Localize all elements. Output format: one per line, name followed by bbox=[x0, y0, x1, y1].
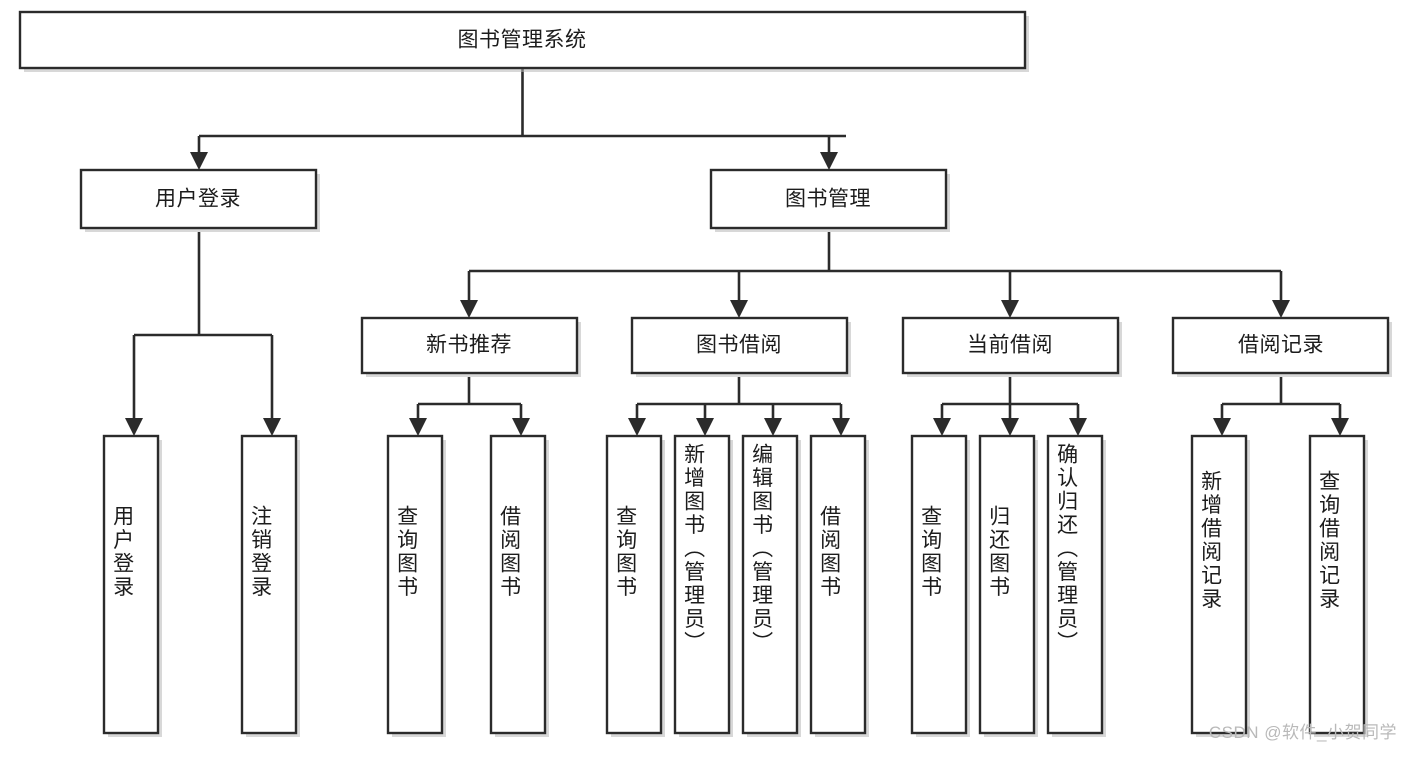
arrow-to-current-borrow bbox=[1001, 300, 1019, 318]
user-login-label: 用户登录 bbox=[155, 188, 241, 211]
arrow-to-borrow-record bbox=[1272, 300, 1290, 318]
arrow-leaf-borrow-book-2 bbox=[832, 418, 850, 436]
arrow-leaf-query-book-3 bbox=[933, 418, 951, 436]
node-leaf-query-book-3[interactable] bbox=[910, 434, 968, 735]
node-leaf-add-record[interactable] bbox=[1190, 434, 1248, 735]
node-leaf-add-book[interactable] bbox=[673, 434, 731, 735]
node-leaf-user-login[interactable] bbox=[102, 434, 160, 735]
diagram-root: 图书管理系统 用户登录 图书管理 新书推荐 图书借阅 当前借阅 借阅记录 用户登… bbox=[18, 10, 1397, 742]
root-label: 图书管理系统 bbox=[458, 29, 587, 52]
arrow-leaf-add-record bbox=[1213, 418, 1231, 436]
diagram-canvas: 图书管理系统 用户登录 图书管理 新书推荐 图书借阅 当前借阅 借阅记录 bbox=[18, 10, 1392, 737]
node-book-borrow[interactable] bbox=[630, 316, 849, 375]
node-borrow-record[interactable] bbox=[1171, 316, 1390, 375]
arrow-to-book-manage bbox=[820, 152, 838, 170]
watermark-text: CSDN @软件_小贺同学 bbox=[1208, 723, 1397, 742]
arrow-leaf-query-record bbox=[1331, 418, 1349, 436]
arrow-leaf-logout-login bbox=[263, 418, 281, 436]
arrow-to-new-book bbox=[460, 300, 478, 318]
node-leaf-logout-login[interactable] bbox=[240, 434, 298, 735]
book-borrow-label: 图书借阅 bbox=[696, 334, 782, 357]
arrow-leaf-add-book bbox=[696, 418, 714, 436]
node-current-borrow[interactable] bbox=[901, 316, 1120, 375]
arrow-leaf-query-book-2 bbox=[628, 418, 646, 436]
arrow-leaf-user-login bbox=[125, 418, 143, 436]
arrow-leaf-confirm-return bbox=[1069, 418, 1087, 436]
node-leaf-confirm-return[interactable] bbox=[1046, 434, 1104, 735]
connector-layer bbox=[125, 68, 1349, 436]
node-leaf-borrow-book-1[interactable] bbox=[489, 434, 547, 735]
borrow-record-label: 借阅记录 bbox=[1238, 334, 1324, 357]
arrow-leaf-edit-book bbox=[764, 418, 782, 436]
node-leaf-edit-book[interactable] bbox=[741, 434, 799, 735]
arrow-leaf-borrow-book-1 bbox=[512, 418, 530, 436]
node-leaf-query-record[interactable] bbox=[1308, 434, 1366, 735]
arrow-to-book-borrow bbox=[730, 300, 748, 318]
arrow-leaf-return-book bbox=[1001, 418, 1019, 436]
node-user-login[interactable] bbox=[79, 168, 318, 230]
arrow-leaf-query-book-1 bbox=[409, 418, 427, 436]
node-leaf-query-book-1[interactable] bbox=[386, 434, 444, 735]
label-layer: 图书管理系统 用户登录 图书管理 新书推荐 图书借阅 当前借阅 借阅记录 bbox=[155, 29, 1324, 357]
book-manage-label: 图书管理 bbox=[785, 188, 871, 211]
node-layer bbox=[18, 10, 1392, 737]
node-root[interactable] bbox=[18, 10, 1027, 70]
node-leaf-query-book-2[interactable] bbox=[605, 434, 663, 735]
current-borrow-label: 当前借阅 bbox=[967, 334, 1053, 357]
node-leaf-borrow-book-2[interactable] bbox=[809, 434, 867, 735]
new-book-recommend-label: 新书推荐 bbox=[426, 334, 512, 357]
node-new-book-recommend[interactable] bbox=[360, 316, 579, 375]
arrow-to-user-login bbox=[190, 152, 208, 170]
node-leaf-return-book[interactable] bbox=[978, 434, 1036, 735]
node-book-manage[interactable] bbox=[709, 168, 948, 230]
